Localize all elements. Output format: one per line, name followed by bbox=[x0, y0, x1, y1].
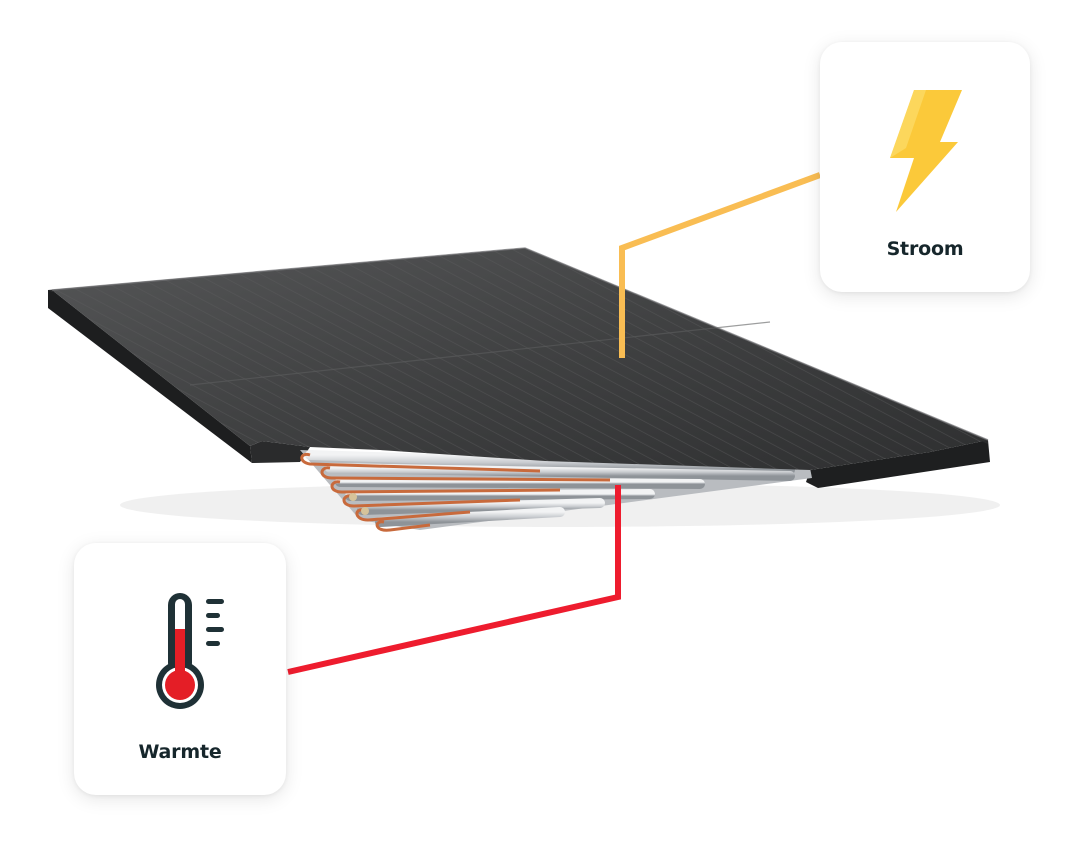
copper-pipe-3 bbox=[330, 480, 561, 494]
copper-pipe-6 bbox=[375, 520, 431, 532]
panel-edge-highlight bbox=[51, 247, 989, 441]
heat-connector-line bbox=[287, 485, 621, 675]
pipe-joint-1 bbox=[349, 493, 357, 501]
panel-cell-divider bbox=[189, 321, 771, 386]
thermometer-icon bbox=[156, 593, 224, 709]
panel-frame-front bbox=[250, 441, 310, 463]
tube-6 bbox=[375, 507, 565, 527]
heat-exchanger-tubes bbox=[300, 450, 812, 532]
tube-1 bbox=[305, 450, 795, 475]
electricity-connector-line bbox=[619, 172, 822, 358]
tube-5 bbox=[357, 498, 605, 515]
copper-pipe-1 bbox=[300, 452, 541, 473]
heat-label: Warmte bbox=[138, 741, 222, 763]
panel-frame-right bbox=[806, 440, 990, 488]
heat-card: Warmte bbox=[74, 543, 286, 795]
tube-3 bbox=[335, 477, 705, 489]
lightning-bolt-icon bbox=[890, 90, 962, 212]
panel-frame-left bbox=[48, 290, 252, 463]
electricity-card: Stroom bbox=[820, 42, 1030, 292]
pipe-joint-2 bbox=[361, 507, 369, 515]
copper-pipe-2 bbox=[320, 466, 611, 482]
electricity-label: Stroom bbox=[886, 238, 964, 260]
tube-2 bbox=[325, 463, 795, 481]
tube-4 bbox=[345, 489, 655, 501]
